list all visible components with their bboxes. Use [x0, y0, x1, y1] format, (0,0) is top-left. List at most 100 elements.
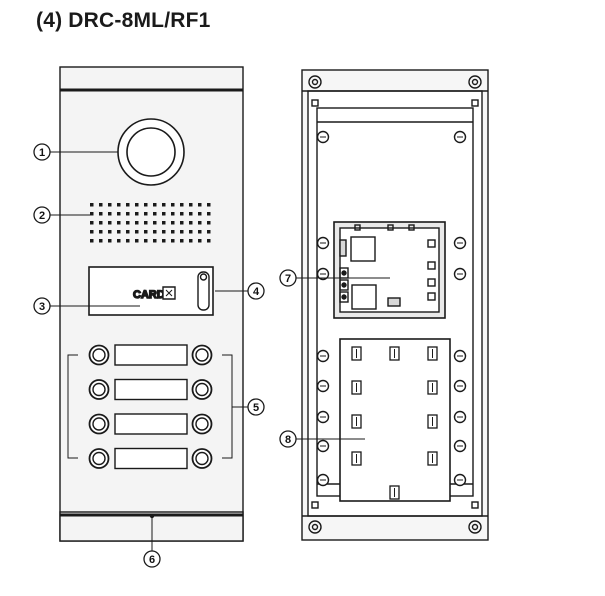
grille-hole: [207, 221, 211, 225]
grille-hole: [108, 239, 112, 243]
grille-hole: [189, 239, 193, 243]
callout-circle: [247, 282, 265, 300]
grille-hole: [90, 221, 94, 225]
corner-screws: [308, 75, 482, 534]
grille-hole: [207, 230, 211, 234]
call-button-ring: [195, 348, 209, 362]
grille-hole: [99, 239, 103, 243]
grille-hole: [126, 239, 130, 243]
grille-hole: [180, 239, 184, 243]
grille-hole: [153, 203, 157, 207]
grille-hole: [207, 212, 211, 216]
call-button-left[interactable]: [88, 413, 110, 435]
grille-hole: [162, 203, 166, 207]
callout-circle: [247, 398, 265, 416]
grille-hole: [108, 203, 112, 207]
grille-hole: [126, 221, 130, 225]
camera-lens: [117, 118, 185, 186]
call-button-right[interactable]: [191, 344, 213, 366]
callout-circle: [279, 269, 297, 287]
grille-hole: [117, 239, 121, 243]
callout-circle: [33, 206, 51, 224]
name-label-slot: [114, 378, 188, 401]
call-button-right[interactable]: [191, 379, 213, 400]
callout-number: 3: [39, 301, 45, 313]
grille-hole: [189, 212, 193, 216]
diagram-title: (4) DRC-8ML/RF1: [36, 9, 211, 32]
grille-hole: [189, 221, 193, 225]
grille-hole: [180, 221, 184, 225]
grille-hole: [171, 221, 175, 225]
callout-number: 4: [253, 286, 260, 298]
grille-hole: [108, 212, 112, 216]
grille-hole: [180, 230, 184, 234]
grille-hole: [135, 203, 139, 207]
callout-number: 8: [285, 434, 291, 446]
name-label-slot: [114, 447, 188, 470]
grille-hole: [108, 230, 112, 234]
grille-hole: [144, 239, 148, 243]
grille-hole: [144, 203, 148, 207]
status-indicator: [197, 271, 210, 311]
grille-hole: [162, 239, 166, 243]
front-panel: CARD: [59, 66, 244, 542]
call-button-ring: [195, 451, 209, 466]
grille-hole: [90, 203, 94, 207]
main-board: [333, 221, 446, 319]
speaker-grille: [90, 203, 211, 243]
grille-hole: [126, 212, 130, 216]
grille-hole: [117, 212, 121, 216]
grille-hole: [198, 212, 202, 216]
grille-hole: [162, 230, 166, 234]
grille-hole: [99, 230, 103, 234]
grille-hole: [153, 212, 157, 216]
grille-hole: [99, 212, 103, 216]
grille-hole: [117, 203, 121, 207]
grille-hole: [189, 203, 193, 207]
button-module-plate: [339, 338, 451, 502]
call-button-left[interactable]: [88, 448, 110, 469]
call-button-right[interactable]: [191, 448, 213, 469]
grille-hole: [153, 230, 157, 234]
grille-hole: [90, 212, 94, 216]
call-button-ring: [195, 417, 209, 431]
grille-hole: [198, 230, 202, 234]
call-button-left[interactable]: [88, 379, 110, 400]
grille-hole: [144, 221, 148, 225]
grille-hole: [162, 221, 166, 225]
callout-number: 7: [285, 273, 291, 285]
name-label-slot: [114, 344, 188, 366]
grille-hole: [99, 221, 103, 225]
call-button-ring: [92, 451, 106, 466]
callout-number: 1: [39, 147, 45, 159]
call-button-left[interactable]: [88, 344, 110, 366]
callout-circle: [143, 550, 161, 568]
grille-hole: [207, 203, 211, 207]
grille-hole: [135, 230, 139, 234]
callout-circle: [279, 430, 297, 448]
grille-hole: [117, 221, 121, 225]
grille-hole: [117, 230, 121, 234]
call-button-ring: [92, 417, 106, 431]
grille-hole: [207, 239, 211, 243]
grille-hole: [126, 230, 130, 234]
grille-hole: [90, 230, 94, 234]
grille-hole: [126, 203, 130, 207]
grille-hole: [189, 230, 193, 234]
callout-circle: [33, 297, 51, 315]
grille-hole: [144, 230, 148, 234]
call-buttons: [88, 344, 213, 470]
grille-hole: [135, 239, 139, 243]
call-button-ring: [92, 382, 106, 397]
grille-hole: [162, 212, 166, 216]
back-panel: [301, 69, 489, 541]
call-button-ring: [92, 348, 106, 362]
callout-leaders: [49, 151, 390, 551]
grille-hole: [198, 203, 202, 207]
grille-hole: [135, 212, 139, 216]
call-button-right[interactable]: [191, 413, 213, 435]
callout-circle: [33, 143, 51, 161]
callout-number: 6: [149, 554, 155, 566]
grille-hole: [171, 239, 175, 243]
